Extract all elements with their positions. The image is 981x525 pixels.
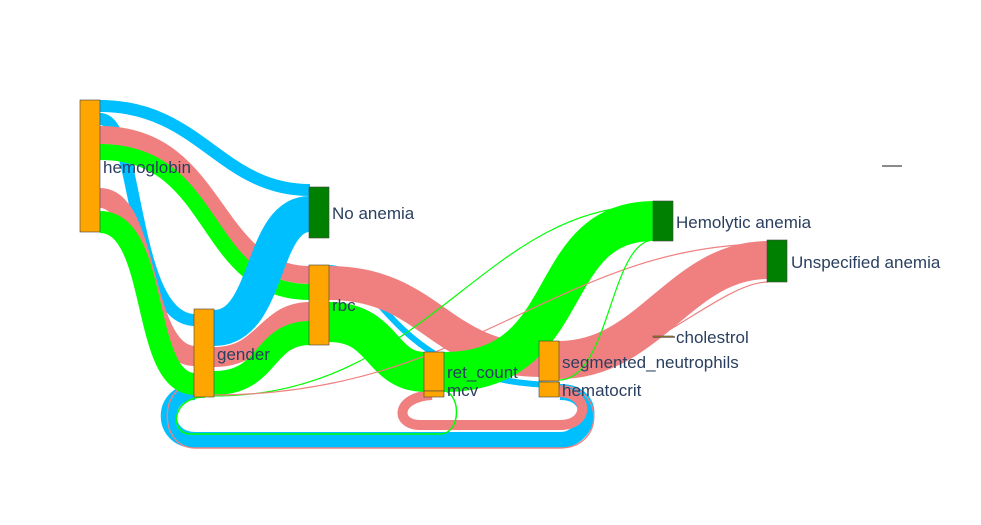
node-hemoglobin[interactable] [79, 99, 101, 233]
label-ret-count: ret_count [447, 363, 518, 382]
flow-loop-unspecified-outer[interactable] [166, 383, 595, 449]
node-hematocrit[interactable] [538, 381, 560, 398]
node-no-anemia[interactable] [308, 186, 330, 239]
label-segmented-neutrophils: segmented_neutrophils [562, 353, 739, 372]
node-ret-count[interactable] [423, 351, 445, 392]
node-cholestrol[interactable] [652, 335, 674, 338]
flow-hemoglobin-gender-green[interactable] [98, 211, 197, 395]
flow-loop-hemolytic[interactable] [175, 389, 458, 435]
label-gender: gender [217, 345, 270, 364]
flow-gender-no-anemia[interactable] [211, 196, 313, 346]
node-layer [79, 99, 902, 398]
flow-layer [98, 100, 770, 449]
flow-loop-unspecified-inner[interactable] [397, 387, 588, 430]
node-unspecified-anemia[interactable] [766, 239, 788, 283]
flow-loop-no-anemia-outer[interactable] [160, 384, 595, 448]
label-layer: hemoglobin gender No anemia rbc ret_coun… [103, 158, 941, 400]
node-hemolytic-anemia[interactable] [652, 200, 674, 242]
flow-gender-hemolytic-thin[interactable] [213, 204, 655, 397]
node-rbc[interactable] [308, 264, 330, 346]
label-mcv: mcv [447, 381, 479, 400]
label-hemolytic-anemia: Hemolytic anemia [676, 213, 812, 232]
label-hematocrit: hematocrit [562, 381, 642, 400]
label-cholestrol: cholestrol [676, 328, 749, 347]
node-segmented-neutrophils[interactable] [538, 340, 560, 382]
flow-retcount-hemolytic-thin[interactable] [558, 239, 655, 381]
node-gender[interactable] [193, 308, 215, 398]
flow-rbc-retcount-green[interactable] [327, 302, 427, 392]
flow-gender-unspecified-thin[interactable] [213, 243, 769, 396]
flow-gender-rbc-green[interactable] [213, 321, 311, 395]
flow-gender-rbc-red[interactable] [213, 302, 311, 367]
label-no-anemia: No anemia [332, 204, 415, 223]
node-mcv[interactable] [423, 390, 445, 398]
label-rbc: rbc [332, 296, 356, 315]
flow-hemoglobin-no-anemia[interactable] [99, 100, 311, 196]
flow-cholestrol-unspecified-thin[interactable] [558, 281, 769, 371]
label-hemoglobin: hemoglobin [103, 158, 191, 177]
label-unspecified-anemia: Unspecified anemia [791, 253, 941, 272]
